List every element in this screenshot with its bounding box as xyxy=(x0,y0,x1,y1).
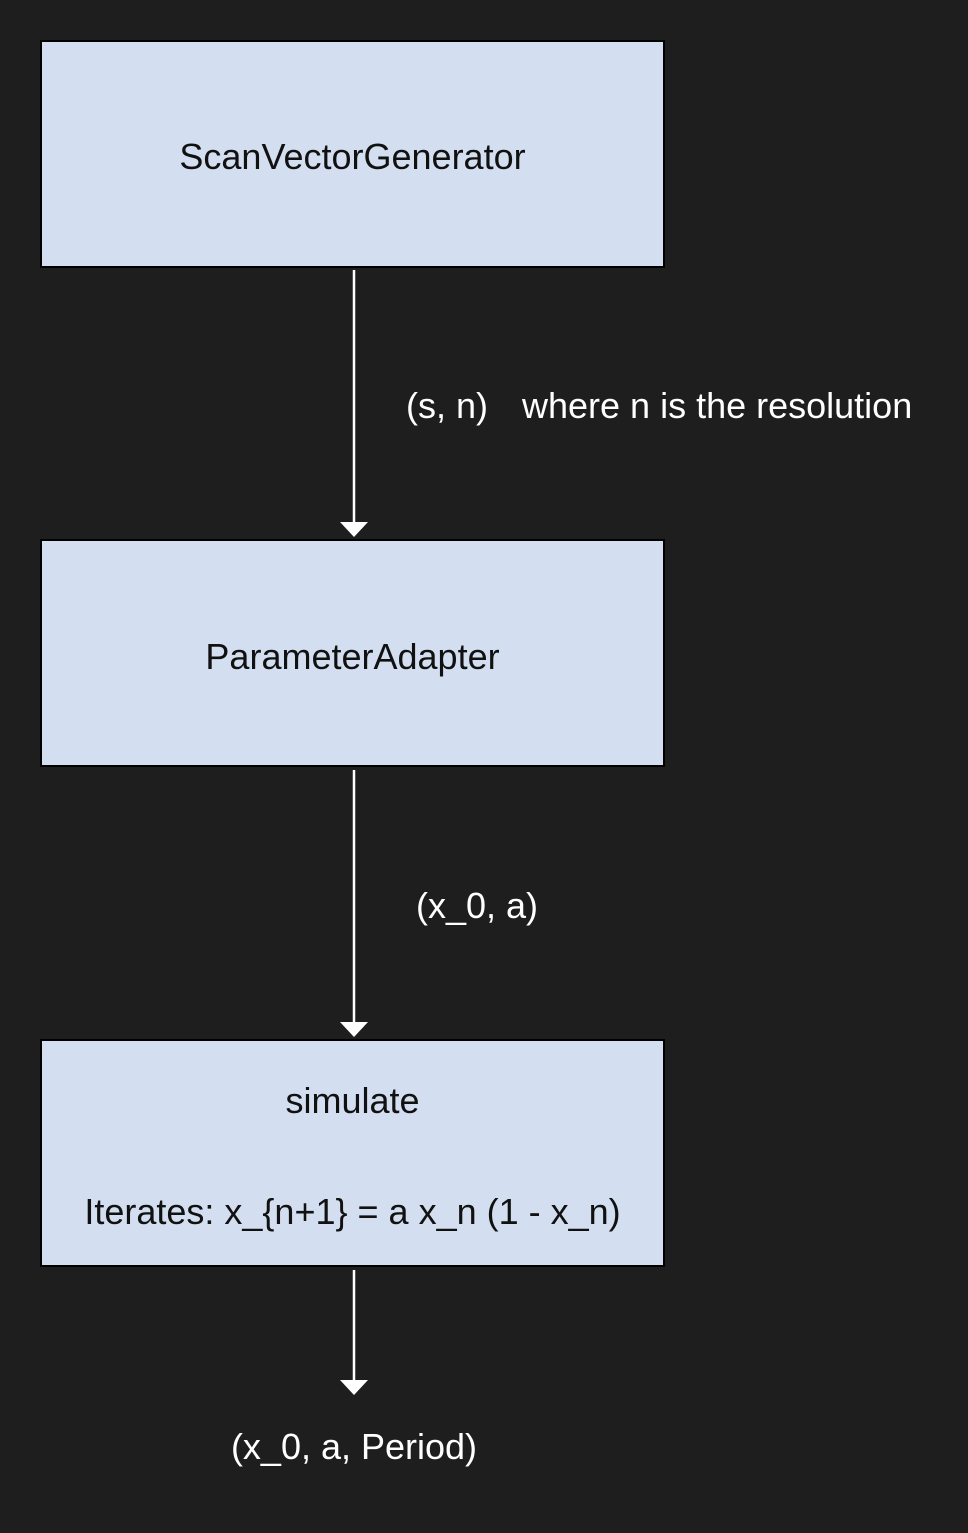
node-scan-vector-generator: ScanVectorGenerator xyxy=(40,40,665,268)
edge-adapter-to-simulate xyxy=(340,770,368,1037)
node-detail: Iterates: x_{n+1} = a x_n (1 - x_n) xyxy=(84,1191,621,1232)
edge-simulate-output xyxy=(340,1270,368,1395)
arrowhead-icon xyxy=(340,522,368,537)
arrowhead-icon xyxy=(340,1022,368,1037)
node-label: simulate xyxy=(285,1080,420,1121)
node-label: ParameterAdapter xyxy=(205,636,500,677)
edge-label-s-n: (s, n) xyxy=(406,385,489,426)
node-simulate: simulate Iterates: x_{n+1} = a x_n (1 - … xyxy=(40,1039,665,1267)
edge-label-resolution-note: where n is the resolution xyxy=(522,385,913,426)
node-label: ScanVectorGenerator xyxy=(179,136,526,177)
edge-label-output: (x_0, a, Period) xyxy=(230,1426,478,1467)
arrowhead-icon xyxy=(340,1380,368,1395)
node-parameter-adapter: ParameterAdapter xyxy=(40,539,665,767)
edge-scan-to-adapter xyxy=(340,270,368,537)
edge-label-x0-a: (x_0, a) xyxy=(416,885,539,926)
